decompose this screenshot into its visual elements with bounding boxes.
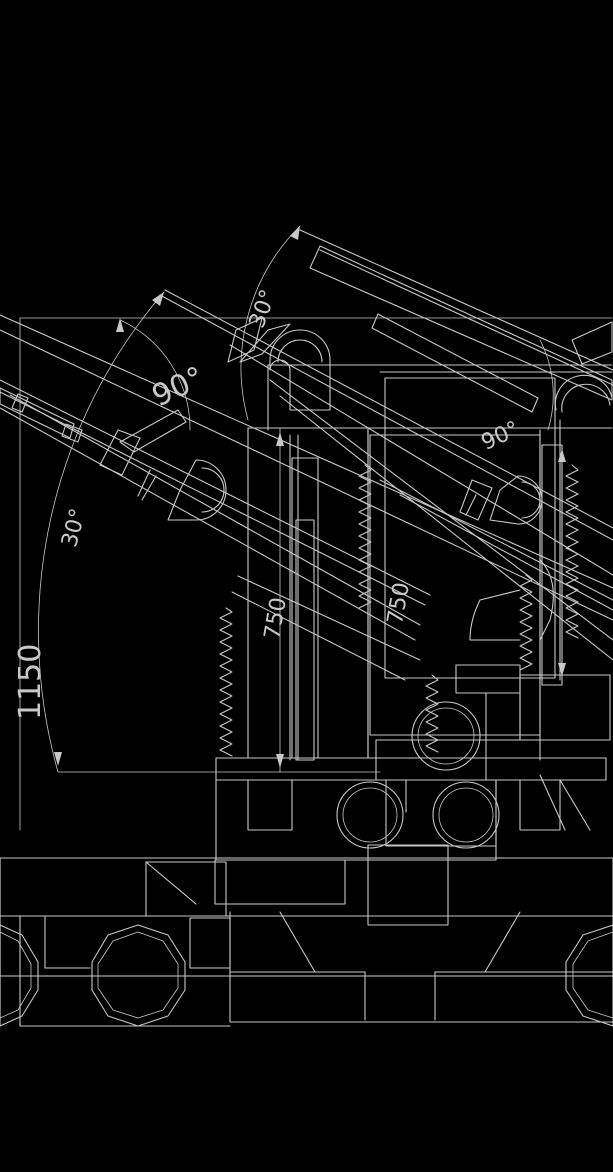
arrow-head [290, 226, 300, 240]
dimension-lines [19, 225, 613, 831]
inner-frame [247, 364, 613, 761]
arrow-head [276, 754, 284, 768]
drawing-lines [0, 225, 613, 1027]
arrow-head [276, 432, 284, 446]
arrow-head [152, 292, 164, 306]
arrow-head [116, 318, 124, 332]
conveyor-bands [0, 229, 613, 681]
arrow-head [558, 449, 566, 462]
chassis [0, 844, 613, 1027]
wheels [0, 701, 613, 1027]
dim-height-label: 1150 [13, 644, 48, 720]
pivot-brackets [99, 317, 613, 641]
lower-frame [215, 664, 611, 861]
arrow-head [558, 663, 566, 676]
arrow-head [54, 752, 62, 766]
